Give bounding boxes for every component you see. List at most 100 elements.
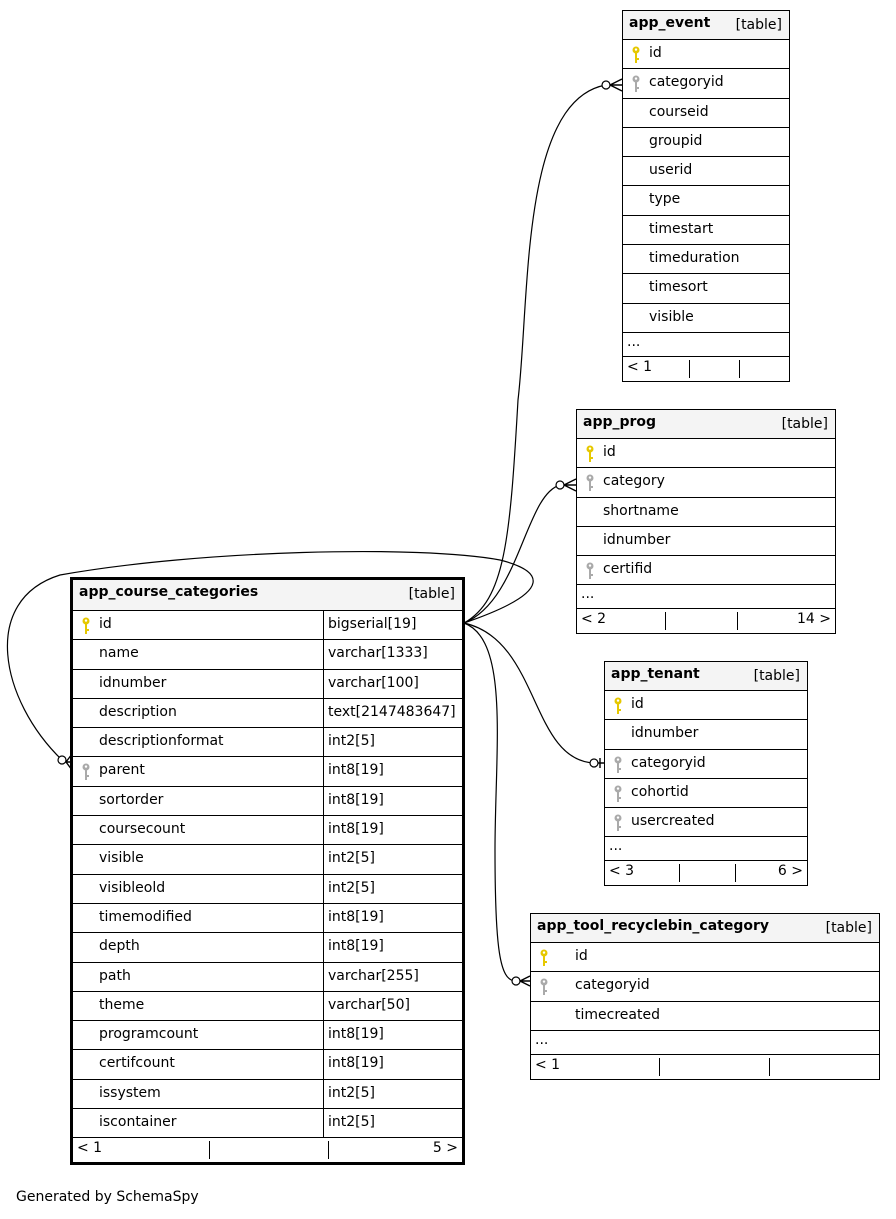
column-name: issystem <box>99 1084 161 1101</box>
column-name: id <box>649 45 662 61</box>
more-columns-row: ... <box>623 333 789 357</box>
column-name: idnumber <box>603 531 671 548</box>
foreign-key-icon <box>613 756 623 774</box>
column-type: int2[5] <box>328 850 375 867</box>
column-name: id <box>99 616 112 632</box>
column-divider <box>323 1050 324 1079</box>
column-row[interactable]: timeduration <box>623 245 789 275</box>
column-row[interactable]: usercreated <box>605 808 807 838</box>
column-divider <box>323 611 324 640</box>
column-type: bigserial[19] <box>328 616 417 632</box>
column-type: int8[19] <box>328 821 384 838</box>
column-row[interactable]: theme varchar[50] <box>73 991 462 1022</box>
column-name: certifcount <box>99 1055 175 1072</box>
column-divider <box>323 640 324 669</box>
column-row[interactable]: id <box>531 943 879 973</box>
column-name: description <box>99 703 177 720</box>
column-row[interactable]: id bigserial[19] <box>73 611 462 641</box>
foreign-key-icon <box>613 814 623 832</box>
relation-app-tenant <box>463 622 595 764</box>
foreign-key-icon <box>631 75 641 93</box>
column-list: id idnumber categoryid cohortid usercreated <box>605 691 807 838</box>
column-row[interactable]: groupid <box>623 128 789 158</box>
column-row[interactable]: idnumber <box>605 720 807 750</box>
column-row[interactable]: visible <box>623 304 789 333</box>
relation-app-event <box>463 84 607 624</box>
column-row[interactable]: shortname <box>577 498 835 527</box>
column-divider <box>323 903 324 933</box>
column-divider <box>323 874 324 903</box>
table-header: app_event [table] <box>623 11 789 40</box>
column-row[interactable]: categoryid <box>605 750 807 779</box>
column-row[interactable]: categoryid <box>623 69 789 99</box>
column-divider <box>323 845 324 874</box>
column-row[interactable]: idnumber <box>577 527 835 557</box>
crows-foot-icon <box>609 78 623 92</box>
column-row[interactable]: timestart <box>623 216 789 246</box>
column-row[interactable]: cohortid <box>605 779 807 809</box>
column-name: categoryid <box>575 977 650 994</box>
table-footer: < 1 <box>623 357 789 381</box>
column-name: idnumber <box>631 725 699 742</box>
column-name: visibleold <box>99 879 166 896</box>
table-header: app_prog [table] <box>577 410 835 439</box>
column-row[interactable]: userid <box>623 157 789 187</box>
column-row[interactable]: id <box>577 439 835 469</box>
column-row[interactable]: certifid <box>577 556 835 586</box>
column-type: int8[19] <box>328 762 384 779</box>
column-row[interactable]: coursecount int8[19] <box>73 816 462 846</box>
column-row[interactable]: type <box>623 186 789 216</box>
column-divider <box>323 786 324 816</box>
column-name: timesort <box>649 279 708 296</box>
column-row[interactable]: category <box>577 468 835 498</box>
column-divider <box>323 991 324 1021</box>
column-name: cohortid <box>631 783 689 800</box>
column-name: certifid <box>603 561 653 578</box>
column-name: timeduration <box>649 250 740 267</box>
column-name: visible <box>649 308 694 325</box>
ellipsis: ... <box>581 586 595 603</box>
relation-self-parent <box>6 550 534 761</box>
column-name: id <box>631 696 644 712</box>
column-row[interactable]: id <box>623 40 789 70</box>
column-name: sortorder <box>99 791 164 808</box>
column-name: theme <box>99 996 145 1013</box>
column-divider <box>323 962 324 991</box>
primary-key-icon <box>539 949 549 967</box>
footer-parents-count: < 1 <box>77 1140 103 1157</box>
column-type: varchar[50] <box>328 996 410 1013</box>
column-row[interactable]: categoryid <box>531 972 879 1002</box>
column-row[interactable]: courseid <box>623 99 789 128</box>
footer-divider <box>769 1057 770 1076</box>
column-row[interactable]: timecreated <box>531 1002 879 1031</box>
column-row[interactable]: timesort <box>623 274 789 304</box>
column-row[interactable]: id <box>605 691 807 721</box>
column-divider <box>323 728 324 757</box>
column-divider <box>323 1021 324 1050</box>
footer-children-count: 5 > <box>432 1140 458 1157</box>
ellipsis: ... <box>627 333 641 350</box>
column-name: coursecount <box>99 821 186 838</box>
